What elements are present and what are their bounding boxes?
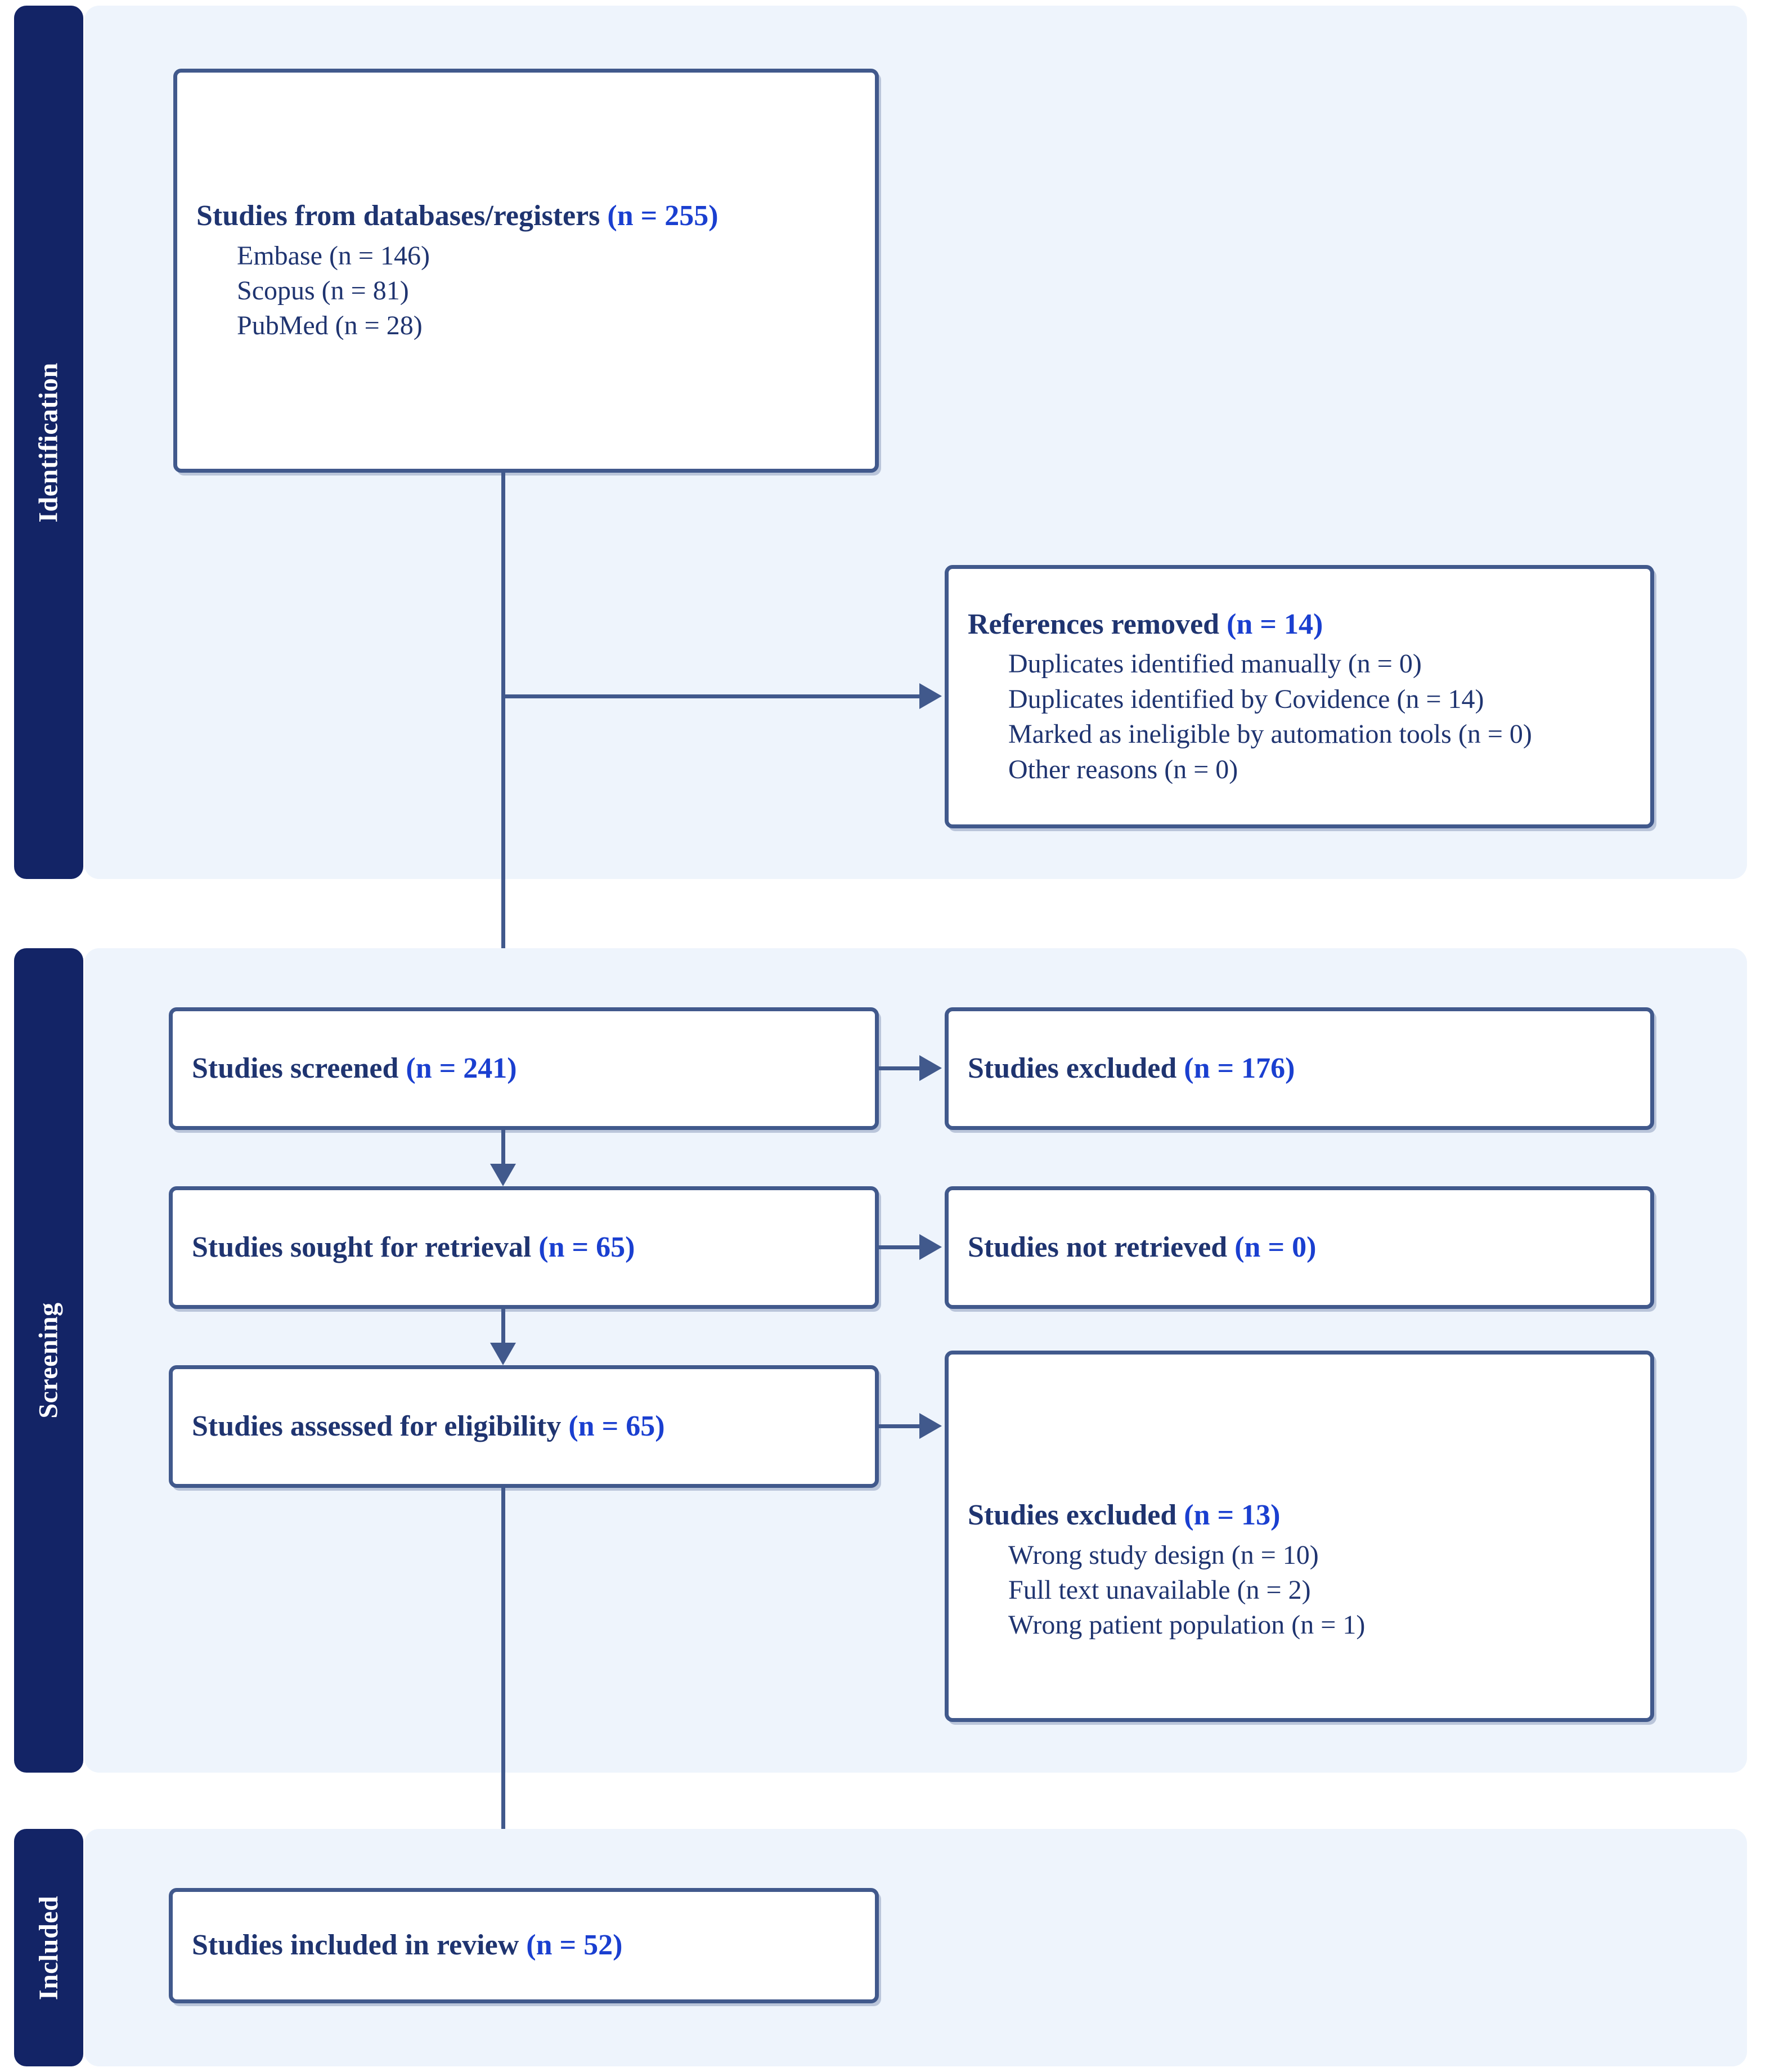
arrowhead-right-to-not-retrieved: [919, 1234, 942, 1260]
box-studies-screened-title: Studies screened (n = 241): [192, 1050, 856, 1088]
box-studies-sought-content: Studies sought for retrieval (n = 65): [173, 1229, 875, 1267]
stage-tab-identification: Identification: [14, 6, 83, 879]
box-studies-included-title: Studies included in review (n = 52): [192, 1927, 856, 1965]
sub-item: Full text unavailable (n = 2): [1008, 1575, 1311, 1605]
label-text: Studies screened: [192, 1052, 406, 1084]
connector-assessed-to-included: [501, 1488, 505, 1891]
box-studies-assessed-for-eligibility[interactable]: Studies assessed for eligibility (n = 65…: [169, 1365, 879, 1488]
sub-item: Wrong study design (n = 10): [1008, 1540, 1319, 1570]
box-studies-included-content: Studies included in review (n = 52): [173, 1927, 875, 1965]
count-value: (n = 241): [406, 1052, 517, 1084]
box-references-removed[interactable]: References removed (n = 14) Duplicates i…: [945, 565, 1654, 828]
box-studies-excluded-screening-title: Studies excluded (n = 176): [968, 1050, 1631, 1088]
connector-sought-to-assessed: [501, 1309, 505, 1347]
label-text: Studies from databases/registers: [196, 200, 608, 232]
stage-tab-included: Included: [14, 1829, 83, 2066]
count-value: (n = 65): [568, 1410, 665, 1442]
count-value: (n = 13): [1184, 1499, 1281, 1532]
box-studies-from-databases-title: Studies from databases/registers (n = 25…: [196, 198, 856, 235]
label-text: Studies sought for retrieval: [192, 1231, 539, 1263]
box-studies-sought-title: Studies sought for retrieval (n = 65): [192, 1229, 856, 1267]
stage-label-screening: Screening: [34, 1302, 64, 1419]
label-text: Studies included in review: [192, 1929, 527, 1962]
stage-label-identification: Identification: [34, 362, 64, 523]
box-studies-screened-content: Studies screened (n = 241): [173, 1050, 875, 1088]
box-studies-assessed-title: Studies assessed for eligibility (n = 65…: [192, 1408, 856, 1446]
stage-label-included: Included: [34, 1895, 64, 2000]
stage-tab-screening: Screening: [14, 948, 83, 1773]
box-studies-from-databases-sublist: Embase (n = 146) Scopus (n = 81) PubMed …: [196, 239, 856, 344]
sub-item: Duplicates identified by Covidence (n = …: [1008, 684, 1484, 714]
box-studies-screened[interactable]: Studies screened (n = 241): [169, 1007, 879, 1130]
arrowhead-down-to-sought: [490, 1164, 516, 1186]
label-text: Studies excluded: [968, 1052, 1184, 1084]
connector-assessed-to-excluded-eligibility: [879, 1424, 920, 1428]
box-studies-from-databases[interactable]: Studies from databases/registers (n = 25…: [173, 69, 879, 473]
box-studies-assessed-content: Studies assessed for eligibility (n = 65…: [173, 1408, 875, 1446]
box-references-removed-title: References removed (n = 14): [968, 606, 1631, 644]
box-studies-excluded-eligibility[interactable]: Studies excluded (n = 13) Wrong study de…: [945, 1351, 1654, 1722]
sub-item: PubMed (n = 28): [237, 311, 423, 341]
count-value: (n = 176): [1184, 1052, 1295, 1084]
box-studies-not-retrieved[interactable]: Studies not retrieved (n = 0): [945, 1186, 1654, 1309]
sub-item: Duplicates identified manually (n = 0): [1008, 649, 1422, 679]
sub-item: Other reasons (n = 0): [1008, 754, 1238, 784]
box-references-removed-content: References removed (n = 14) Duplicates i…: [949, 606, 1650, 787]
label-text: Studies not retrieved: [968, 1231, 1235, 1263]
count-value: (n = 65): [538, 1231, 635, 1263]
box-studies-excluded-eligibility-sublist: Wrong study design (n = 10) Full text un…: [968, 1538, 1631, 1643]
box-studies-sought-for-retrieval[interactable]: Studies sought for retrieval (n = 65): [169, 1186, 879, 1309]
arrowhead-down-to-assessed: [490, 1343, 516, 1365]
box-studies-included-in-review[interactable]: Studies included in review (n = 52): [169, 1888, 879, 2003]
sub-item: Scopus (n = 81): [237, 276, 409, 306]
box-studies-excluded-eligibility-content: Studies excluded (n = 13) Wrong study de…: [949, 1497, 1650, 1643]
box-studies-excluded-eligibility-title: Studies excluded (n = 13): [968, 1497, 1631, 1535]
box-studies-from-databases-content: Studies from databases/registers (n = 25…: [177, 198, 875, 344]
label-text: References removed: [968, 608, 1227, 640]
box-studies-excluded-screening[interactable]: Studies excluded (n = 176): [945, 1007, 1654, 1130]
box-studies-excluded-screening-content: Studies excluded (n = 176): [949, 1050, 1650, 1088]
connector-databases-to-screened: [501, 473, 505, 996]
box-studies-not-retrieved-content: Studies not retrieved (n = 0): [949, 1229, 1650, 1267]
count-value: (n = 52): [526, 1929, 623, 1962]
label-text: Studies excluded: [968, 1499, 1184, 1532]
connector-screened-to-sought: [501, 1130, 505, 1168]
label-text: Studies assessed for eligibility: [192, 1410, 569, 1442]
count-value: (n = 0): [1234, 1231, 1317, 1263]
sub-item: Marked as ineligible by automation tools…: [1008, 719, 1532, 750]
arrowhead-right-to-excluded-screening: [919, 1055, 942, 1081]
box-studies-not-retrieved-title: Studies not retrieved (n = 0): [968, 1229, 1631, 1267]
connector-sought-to-not-retrieved: [879, 1245, 920, 1249]
arrowhead-right-to-references-removed: [919, 683, 942, 709]
count-value: (n = 14): [1227, 608, 1323, 640]
connector-screened-to-excluded: [879, 1066, 920, 1070]
sub-item: Wrong patient population (n = 1): [1008, 1610, 1366, 1640]
sub-item: Embase (n = 146): [237, 240, 430, 271]
arrowhead-right-to-excluded-eligibility: [919, 1413, 942, 1439]
count-value: (n = 255): [607, 200, 718, 232]
connector-spine-to-references-removed: [501, 694, 920, 698]
box-references-removed-sublist: Duplicates identified manually (n = 0) D…: [968, 647, 1631, 787]
